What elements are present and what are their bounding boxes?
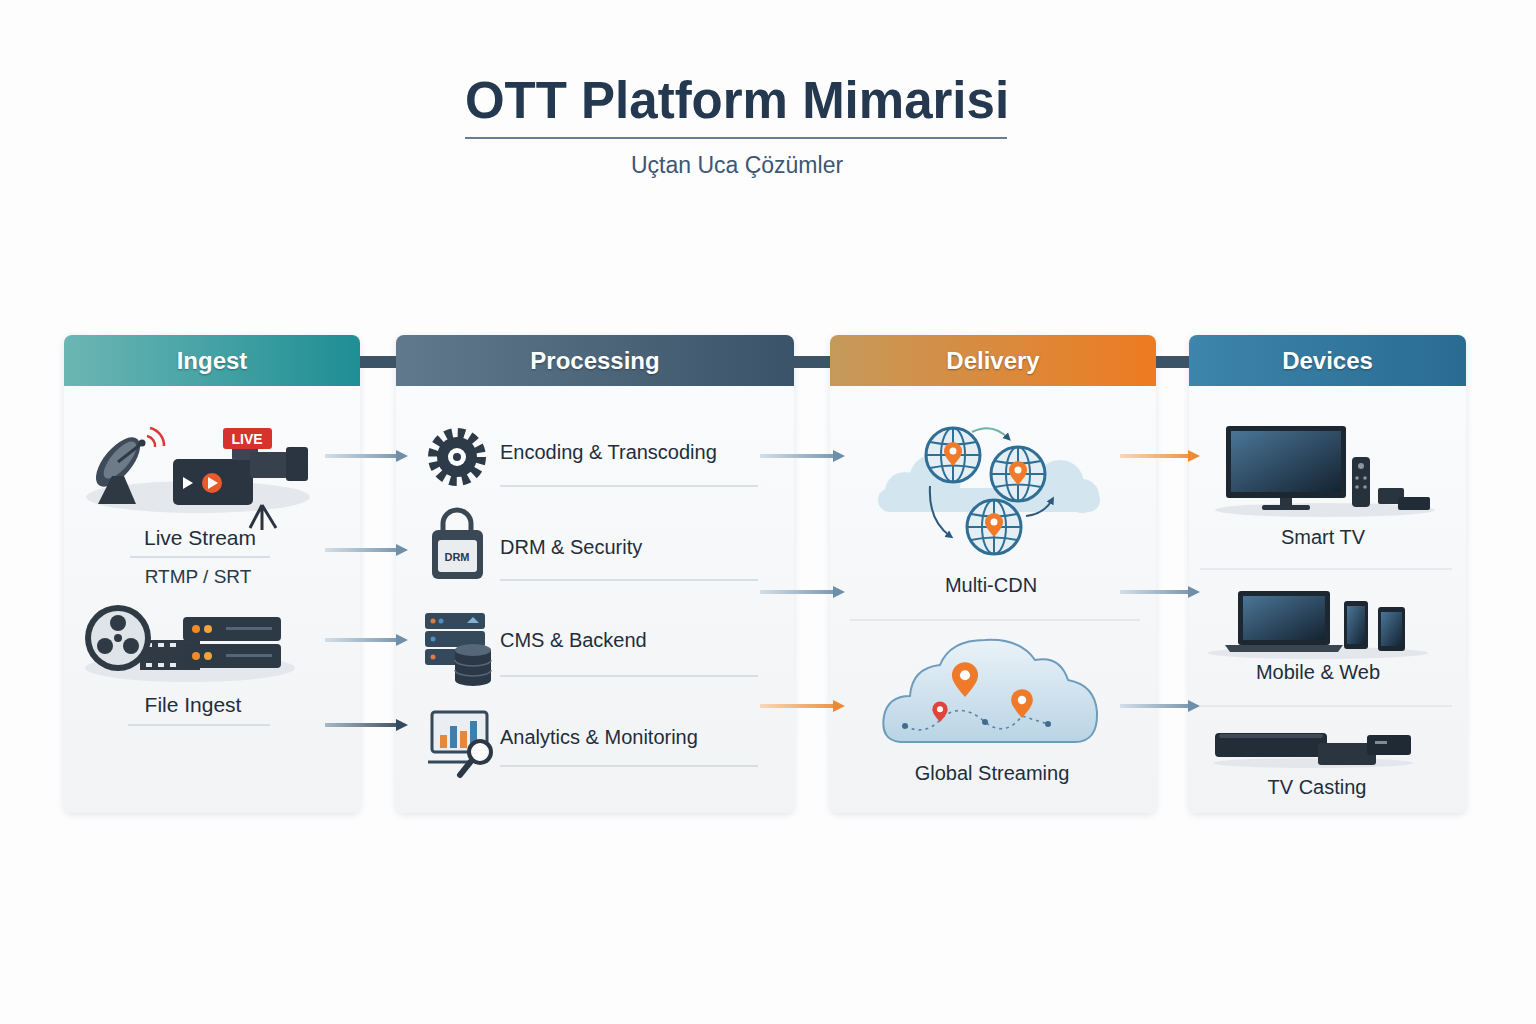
stage-column: ProcessingEncoding & TranscodingDRM & Se…	[396, 335, 794, 813]
component-item: Live StreamRTMP / SRT	[75, 415, 325, 590]
component-label: Mobile & Web	[1256, 661, 1380, 684]
page-title: OTT Platform Mimarisi	[465, 71, 1009, 130]
component-item: Smart TV	[1200, 410, 1455, 565]
column-title: Devices	[1282, 347, 1373, 375]
column-header: Devices	[1189, 335, 1466, 386]
component-label: TV Casting	[1268, 776, 1367, 799]
stage-column: IngestLive StreamRTMP / SRT File Ingest	[64, 335, 360, 813]
component-item: File Ingest	[75, 595, 325, 730]
component-item: Mobile & Web	[1200, 572, 1455, 698]
component-item: Global Streaming	[845, 625, 1120, 805]
column-title: Delivery	[946, 347, 1039, 375]
icon-badge-text: DRM	[444, 551, 469, 563]
stage-column: DeliveryMulti-CDN Global Streaming	[830, 335, 1156, 813]
column-header: Processing	[396, 335, 794, 386]
stage-column: DevicesSmart TV Mobile & Web TV Casting	[1189, 335, 1466, 813]
component-label: Multi-CDN	[945, 574, 1037, 597]
component-item: CMS & Backend	[408, 605, 760, 690]
protocol-label: RTMP / SRT	[145, 566, 252, 588]
header-link	[1156, 356, 1189, 368]
component-label: Live Stream	[144, 526, 256, 550]
component-label: CMS & Backend	[500, 629, 647, 652]
icon-badge-text: LIVE	[231, 431, 262, 447]
component-item: TV Casting	[1200, 700, 1455, 805]
column-title: Ingest	[177, 347, 248, 375]
title-rule	[465, 137, 1007, 139]
component-item: Analytics & Monitoring	[408, 695, 760, 780]
column-header: Ingest	[64, 335, 360, 386]
component-label: File Ingest	[145, 693, 242, 717]
header-link	[360, 356, 396, 368]
component-label: DRM & Security	[500, 536, 642, 559]
column-header: Delivery	[830, 335, 1156, 386]
component-label: Smart TV	[1281, 526, 1365, 549]
component-label: Encoding & Transcoding	[500, 441, 717, 464]
header-link	[794, 356, 830, 368]
component-label: Analytics & Monitoring	[500, 726, 698, 749]
subtitle: Uçtan Uca Çözümler	[631, 152, 843, 179]
component-item: Encoding & Transcoding	[408, 420, 760, 495]
component-label: Global Streaming	[915, 762, 1070, 785]
component-item: Multi-CDN	[845, 400, 1120, 612]
column-title: Processing	[530, 347, 659, 375]
